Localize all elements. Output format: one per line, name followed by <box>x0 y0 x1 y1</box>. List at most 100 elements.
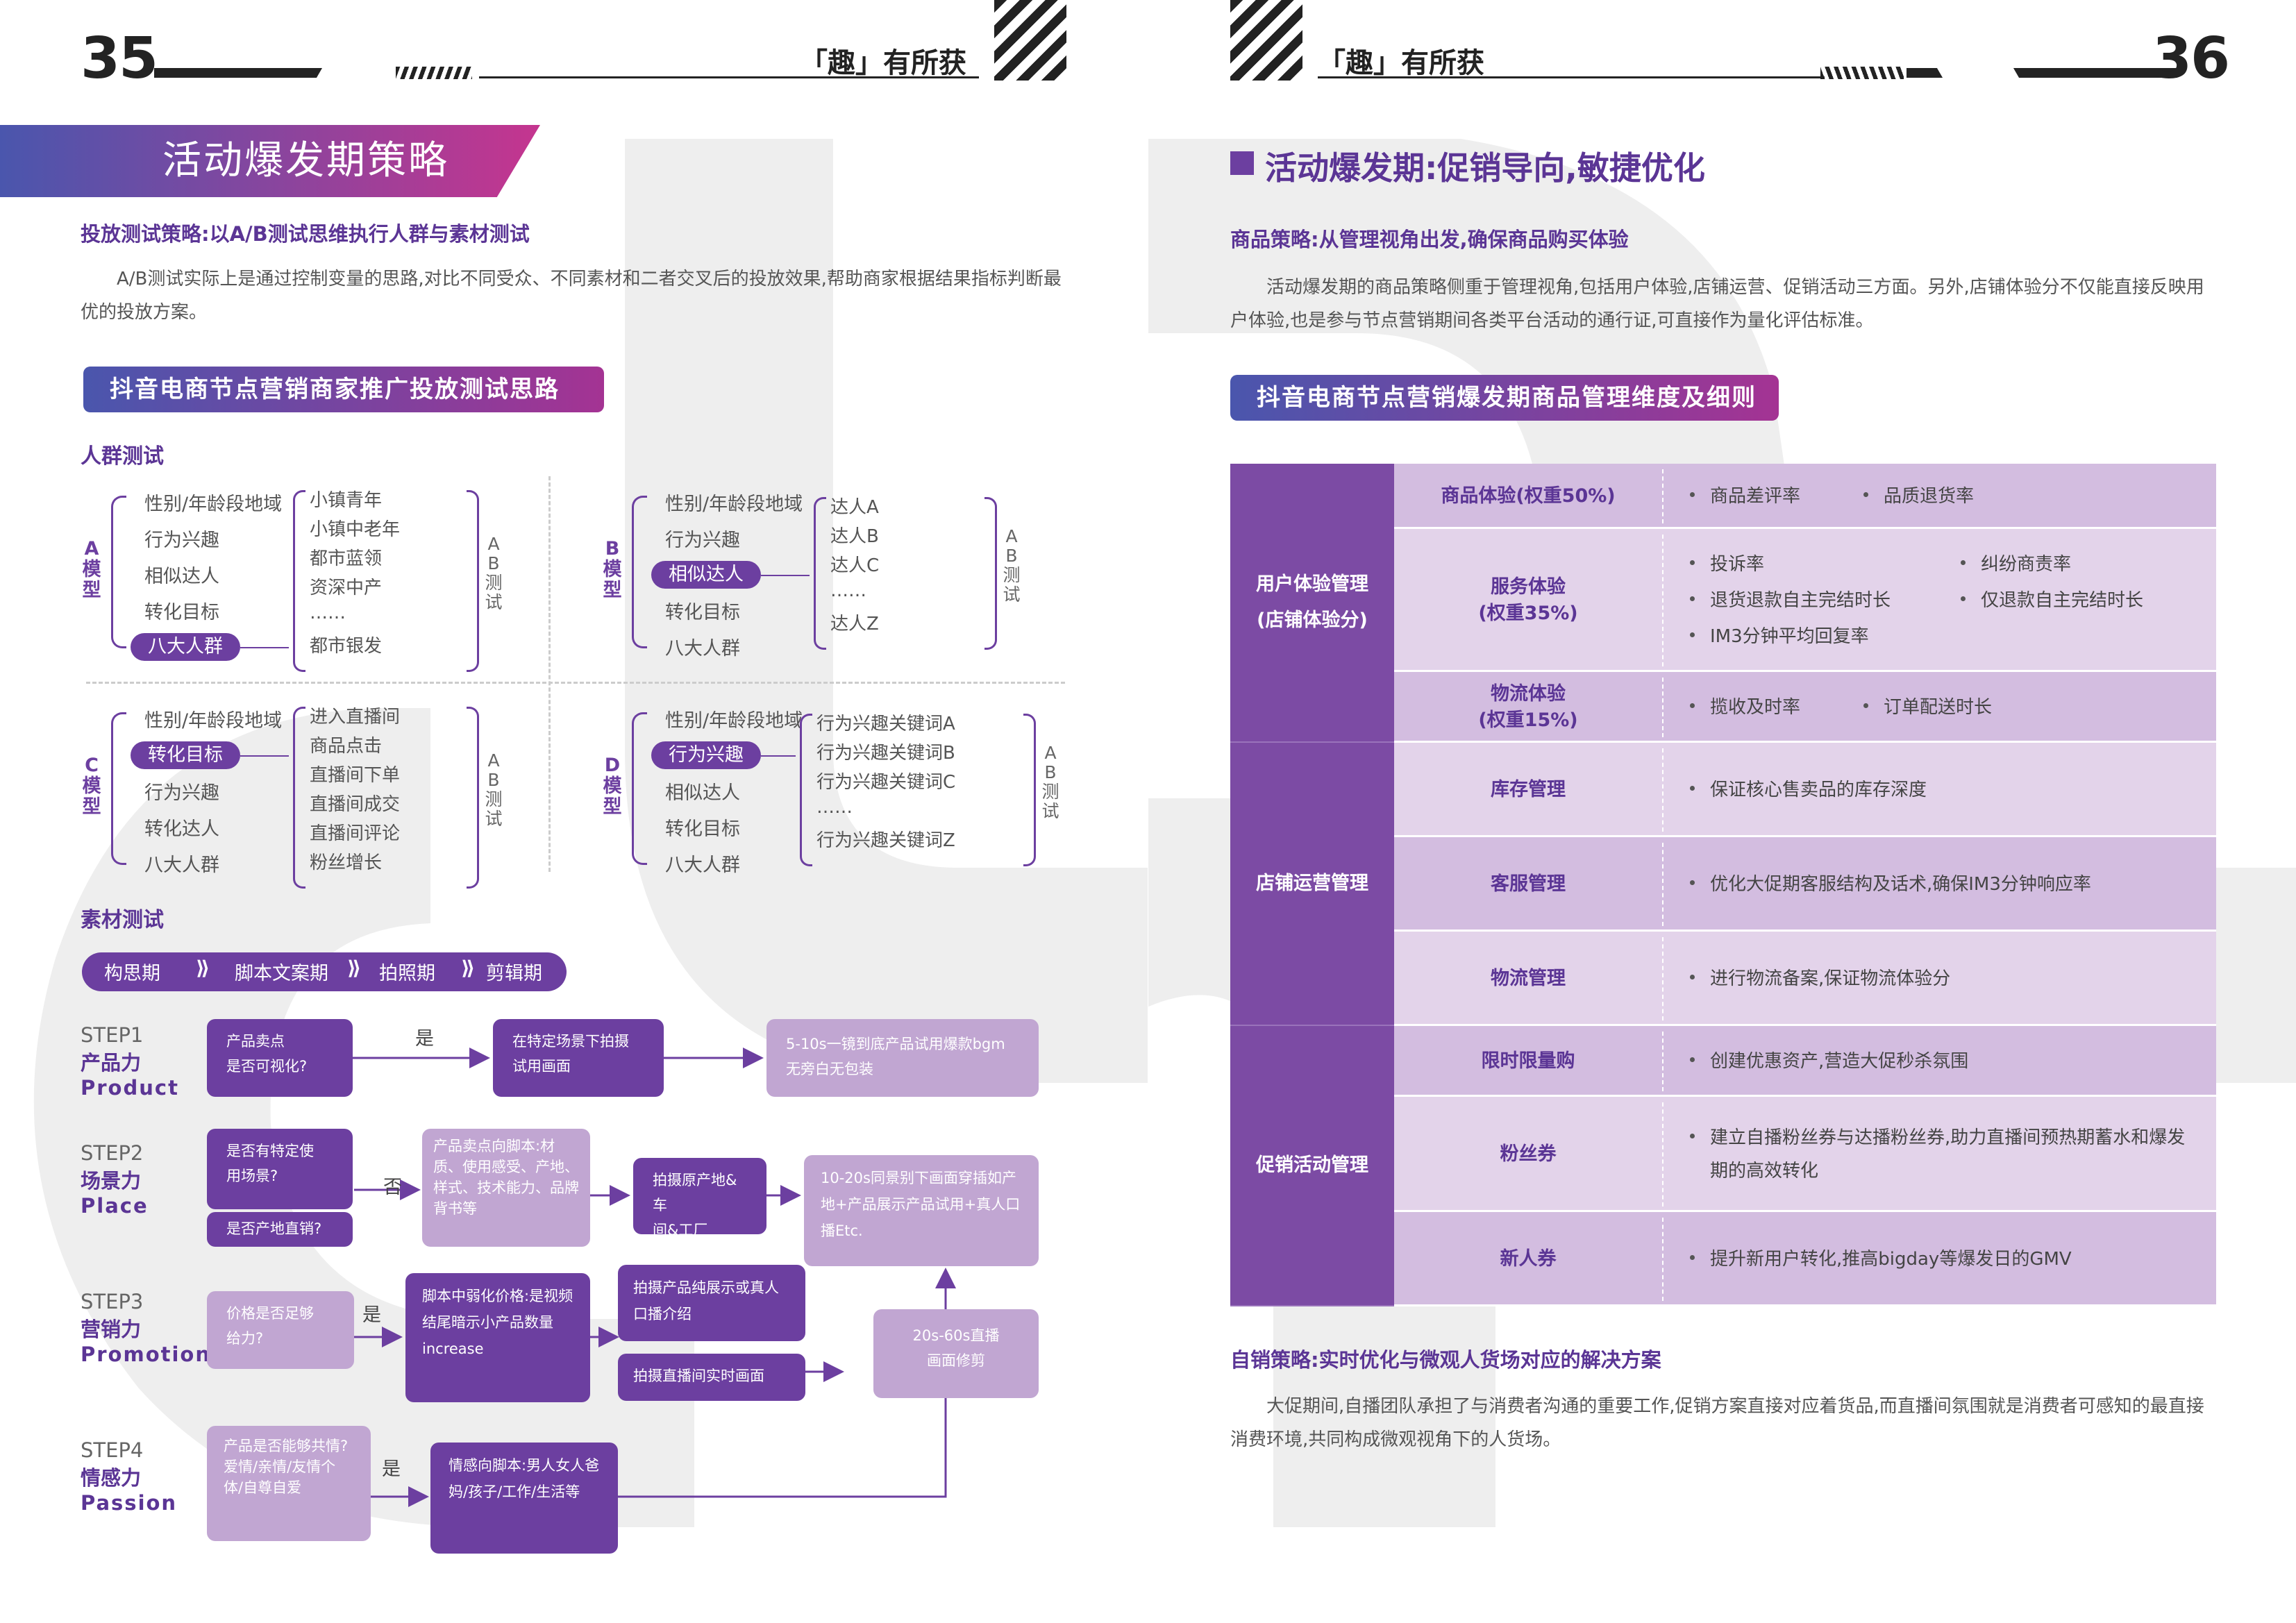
phase-4: 剪辑期 <box>486 963 542 984</box>
step1-action: 在特定场景下拍摄 试用画面 <box>493 1019 664 1097</box>
crowd-value: 直播间成交 <box>310 794 401 815</box>
chevron-icon: ⟫ <box>347 957 362 979</box>
crowd-value: 达人B <box>830 526 879 547</box>
crowd-value: 行为兴趣关键词A <box>816 714 955 734</box>
detail-cell: 优化大促期客服结构及话术,确保IM3分钟响应率 <box>1690 837 2188 932</box>
bullet-icon <box>1863 492 1868 497</box>
crowd-value: 小镇中老年 <box>310 519 401 540</box>
step4-script: 情感向脚本:男人女人爸妈/孩子/工作/生活等 <box>430 1443 618 1554</box>
header-title: 「趣」有所获 <box>1318 47 1484 79</box>
step2-question: 是否有特定使 用场景? <box>207 1129 353 1209</box>
crowd-value: 资深中产 <box>310 578 383 598</box>
detail-item: 商品差评率 <box>1690 478 1863 514</box>
bullet-icon <box>1690 1057 1695 1062</box>
bullet-icon <box>1961 596 1966 601</box>
bullet-icon <box>1690 492 1695 497</box>
bullet-icon <box>1690 786 1695 791</box>
dimension-cell: 物流体验 (权重15%) <box>1478 683 1578 731</box>
cell-divider <box>1662 1032 1664 1091</box>
dimension-cell: 物流管理 <box>1491 968 1566 989</box>
dimension-selected: 相似达人 <box>651 561 761 589</box>
dimension-label: 行为兴趣 <box>144 530 219 551</box>
crowd-value: 都市银发 <box>310 636 383 657</box>
header-rule-gap <box>1936 68 2020 78</box>
product-strategy-text: 活动爆发期的商品策略侧重于管理视角,包括用户体验,店铺运营、促销活动三方面。另外… <box>1230 277 2204 331</box>
step1-result: 5-10s一镜到底产品试用爆款bgm 无旁白无包装 <box>766 1019 1039 1097</box>
bullet-icon <box>1690 632 1695 637</box>
self-strategy-heading: 自销策略:实时优化与微观人货场对应的解决方案 <box>1230 1348 1661 1372</box>
section-heading: 投放测试策略:以A/B测试思维执行人群与素材测试 <box>81 222 530 246</box>
dimension-label: 转化目标 <box>144 602 219 623</box>
group-name: 用户体验管理 (店铺体验分) <box>1230 464 1394 743</box>
bullet-icon <box>1690 1255 1695 1260</box>
dimension-label: 行为兴趣 <box>665 530 740 551</box>
quadrant-divider-vertical <box>548 476 551 872</box>
detail-text: 建立自播粉丝券与达播粉丝券,助力直播间预热期蓄水和爆发期的高效转化 <box>1710 1127 2186 1181</box>
model-name: B 模 型 <box>603 538 622 601</box>
brace-values-left <box>293 490 305 672</box>
detail-cell: 创建优惠资产,营造大促秒杀氛围 <box>1690 1026 2188 1097</box>
dimension-label: 转化目标 <box>665 818 740 840</box>
detail-text: 保证核心售卖品的库存深度 <box>1710 780 1927 800</box>
brace-values-left <box>814 497 826 650</box>
detail-item: IM3分钟平均回复率 <box>1690 619 2188 655</box>
detail-item: 优化大促期客服结构及话术,确保IM3分钟响应率 <box>1690 866 2188 902</box>
left-page: 35 「趣」有所获 活动爆发期策略 投放测试策略:以A/B测试思维执行人群与素材… <box>0 0 1148 1554</box>
group-name: 促销活动管理 <box>1230 1026 1394 1306</box>
detail-text: 订单配送时长 <box>1884 697 1993 718</box>
bullet-icon <box>1690 703 1695 708</box>
ab-test-label: A B 测 试 <box>1041 743 1059 821</box>
crowd-value: 直播间下单 <box>310 765 401 786</box>
detail-cell: 提升新用户转化,推高bigday等爆发日的GMV <box>1690 1212 2188 1306</box>
quadrant-divider-horizontal <box>86 682 1065 684</box>
detail-text: IM3分钟平均回复率 <box>1710 626 1869 647</box>
brace-values-right <box>467 707 479 889</box>
header-stripes <box>994 0 1066 81</box>
detail-item: 订单配送时长 <box>1863 689 1992 725</box>
connector-line <box>761 755 796 757</box>
intro-paragraph: A/B测试实际上是通过控制变量的思路,对比不同受众、不同素材和二者交叉后的投放效… <box>81 269 1062 323</box>
detail-item: 进行物流备案,保证物流体验分 <box>1690 961 2188 997</box>
detail-cell: 商品差评率 品质退货率 <box>1690 464 2188 529</box>
crowd-value: 行为兴趣关键词C <box>816 772 956 793</box>
dimension-label: 转化达人 <box>144 818 219 840</box>
table-row <box>1394 464 2216 529</box>
cell-divider <box>1662 843 1664 926</box>
cell-divider <box>1662 535 1664 666</box>
crowd-value: 达人C <box>830 555 880 576</box>
heading-square-icon <box>1230 151 1254 175</box>
dimension-label: 性别/年龄段地域 <box>665 494 803 515</box>
step2-result: 10-20s同景别下画面穿插如产地+产品展示产品试用+真人口播Etc. <box>804 1155 1039 1266</box>
step4-question: 产品是否能够共情?爱情/亲情/友情个体/自尊自爱 <box>207 1426 371 1541</box>
dimension-label: 相似达人 <box>144 566 219 587</box>
bullet-icon <box>1690 560 1695 565</box>
detail-text: 退货退款自主完结时长 <box>1710 590 1891 611</box>
brace-left <box>632 712 647 865</box>
page-number: 35 <box>81 26 158 92</box>
step4-label: STEP4 情感力 Passion <box>81 1438 178 1515</box>
detail-item: 纠纷商责率 <box>1961 546 2071 582</box>
crowd-value: 行为兴趣关键词Z <box>816 830 955 851</box>
bullet-icon <box>1690 975 1695 979</box>
detail-cell: 进行物流备案,保证物流体验分 <box>1690 932 2188 1026</box>
detail-text: 品质退货率 <box>1884 486 1975 507</box>
detail-item: 保证核心售卖品的库存深度 <box>1690 772 2188 808</box>
ab-test-label: A B 测 试 <box>1003 526 1021 605</box>
detail-item: 退货退款自主完结时长 <box>1690 582 1961 619</box>
header-stripes <box>1230 0 1302 81</box>
detail-text: 商品差评率 <box>1710 486 1801 507</box>
test-banner: 抖音电商节点营销商家推广投放测试思路 <box>83 367 604 412</box>
brace-values-right <box>467 490 479 672</box>
crowd-value: …… <box>310 603 346 623</box>
header-rule-hatch <box>1820 67 1904 79</box>
dimension-cell: 粉丝券 <box>1500 1143 1557 1165</box>
ab-test-label: A B 测 试 <box>485 750 503 829</box>
crowd-value: 达人Z <box>830 614 879 634</box>
phase-bar <box>82 952 567 991</box>
crowd-value: 达人A <box>830 497 879 518</box>
material-test-heading: 素材测试 <box>81 908 164 932</box>
step3-shoot-2: 拍摄直播间实时画面 <box>618 1354 805 1401</box>
crowd-value: 粉丝增长 <box>310 852 383 873</box>
crowd-value: …… <box>830 580 866 601</box>
detail-item: 仅退款自主完结时长 <box>1961 582 2143 619</box>
